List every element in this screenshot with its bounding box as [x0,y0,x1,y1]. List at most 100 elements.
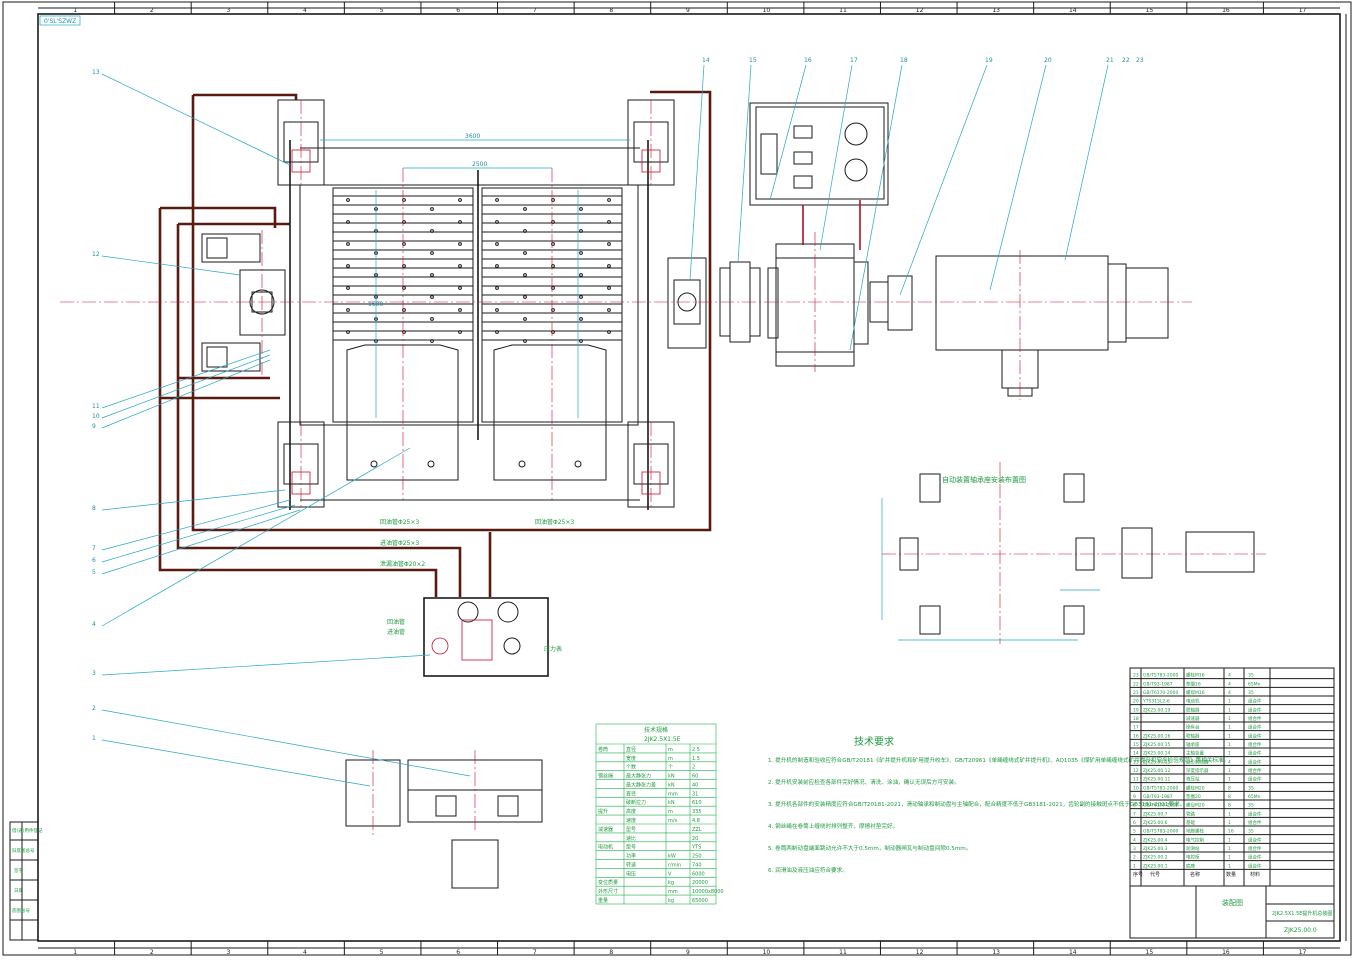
drum-bolt [523,229,527,233]
leader-line [819,64,853,251]
parts-qty: 4 [1228,681,1231,687]
parts-qty: 1 [1228,768,1231,774]
drum-bolt [458,198,462,202]
tech-item: 6. 润滑油及液压油应符合要求。 [768,866,848,874]
leader-line [989,64,1047,291]
spec-cell: 335 [692,809,702,815]
drum-bolt [346,220,350,224]
spec-cell: 20 [692,836,698,842]
top-balloon-18: 18 [900,57,908,64]
spec-cell: 宽度 [626,755,636,762]
parts-mat: 65Mn [1248,681,1261,687]
zone-number-bottom: 5 [380,949,384,956]
parts-code: GB/T5783-2000 [1143,829,1179,835]
drum-bolt [551,220,555,224]
zone-number-bottom: 8 [609,949,613,956]
spec-cell: 4.8 [692,818,700,824]
leader-line [689,64,705,281]
drum-bolt [495,308,499,312]
parts-qty: 1 [1228,837,1231,843]
parts-mat: 组合件 [1248,698,1262,705]
parts-header: 材料 [1250,871,1260,878]
parts-no: 11 [1133,777,1139,783]
zone-number-top: 4 [303,7,307,14]
zone-number-top: 5 [380,7,384,14]
parts-code: ZJK25.00.19 [1143,707,1171,713]
spec-cell: 31 [692,791,698,797]
left-strip-label-5: 底图总号 [12,907,30,914]
drum-bolt [346,308,350,312]
spec-cell: 6000 [692,871,705,877]
parts-mat: 组合件 [1248,776,1262,783]
parts-name: 垫圈20 [1186,793,1201,800]
left-balloon-8: 8 [92,505,96,512]
spec-cell: kN [668,800,675,806]
top-balloon-20: 20 [1044,57,1052,64]
parts-code: ZJK25.00.15 [1143,742,1171,748]
inset-view: 自动装置轴承座安装布置图 [881,462,1266,644]
drum-bolt [551,308,555,312]
left-strip: 借(通)用件登记 旧底图总号 签字 日期 底图总号 [9,821,43,941]
drum-bolt [551,242,555,246]
spec-cell: 直径 [626,746,636,753]
left-balloon-12: 12 [92,251,100,258]
parts-qty: 8 [1228,785,1231,791]
parts-qty: 1 [1228,733,1231,739]
spec-cell: kW [668,854,676,860]
zone-number-bottom: 16 [1222,949,1230,956]
parts-code: YTS315L2-6 [1142,699,1170,705]
leader-line [101,349,271,409]
parts-no: 15 [1133,742,1139,748]
zone-number-bottom: 6 [456,949,460,956]
drum-bolt [495,286,499,290]
left-balloon-11: 11 [92,403,100,410]
top-balloon-22: 22 [1122,57,1130,64]
parts-code: ZJK25.00.4 [1143,837,1168,843]
spec-cell: 20000 [692,880,708,886]
tech-requirements: 技术要求 1. 提升机的制造和验收应符合GB/T20181《矿井提升机和矿用提升… [768,735,1229,874]
drum-bolt [607,330,611,334]
parts-name: 减速器 [1186,715,1200,722]
parts-qty: 1 [1228,777,1231,783]
top-balloon-15: 15 [749,57,757,64]
left-balloon-10: 10 [92,413,100,420]
parts-header: 名称 [1190,871,1200,878]
parts-no: 19 [1133,707,1139,713]
spec-cell: 2 [692,765,695,771]
spec-cell: 1.5 [692,756,700,762]
parts-name: 基础 [1186,819,1195,826]
spec-cell: 610 [692,800,702,806]
leader-line [101,447,411,627]
spec-cell: mm [668,889,678,895]
spec-cell: YTS [691,845,701,851]
parts-code: GB/T6170-2000 [1143,803,1179,809]
drum-bolt [402,242,406,246]
drum-bolt [579,229,583,233]
title-drawing-name: 2JK2.5X1.5E提升机总装图 [1272,910,1332,917]
hyd-label-1: 回油管 [387,618,405,626]
zone-number-bottom: 13 [992,949,1000,956]
leader-line [101,359,271,429]
parts-code: GB/T93-1987 [1143,794,1173,800]
spec-cell: 速度 [626,817,636,824]
parts-no: 10 [1133,785,1139,791]
hyd-label-3: 压力表 [544,645,562,653]
parts-name: 螺母M20 [1186,802,1205,809]
spec-cell: 最大静张力 [626,773,651,780]
zone-number-top: 7 [533,7,537,14]
top-balloon-21: 21 [1106,57,1114,64]
spec-cell: 40 [692,782,698,788]
parts-code: ZJK25.00.13 [1143,759,1171,765]
drum-bolt [430,251,434,255]
parts-mat: 组合件 [1248,854,1262,861]
top-balloon-19: 19 [985,57,993,64]
drum-bolt [551,198,555,202]
zone-number-top: 13 [992,7,1000,14]
spec-cell: 最大静张力差 [626,781,656,788]
spec-cell: 60 [692,774,698,780]
leader-line [101,739,371,787]
left-strip-label-1: 借(通)用件登记 [12,827,43,834]
left-balloon-9: 9 [92,423,96,430]
